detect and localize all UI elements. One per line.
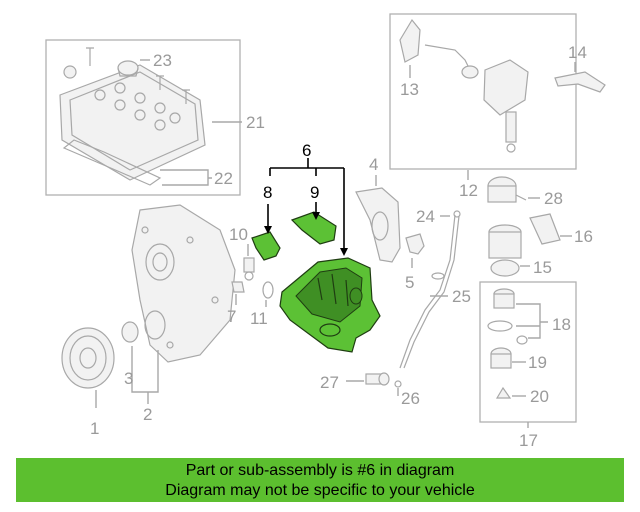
gasket-part-11[interactable]	[262, 281, 274, 299]
callout-10: 10	[229, 225, 248, 244]
callout-14: 14	[568, 43, 587, 62]
oil-filter-cap-part[interactable]	[490, 347, 512, 369]
callout-19: 19	[528, 353, 547, 372]
callout-28: 28	[544, 189, 563, 208]
baffle-part-8[interactable]	[251, 231, 281, 261]
callout-7: 7	[227, 307, 236, 326]
oil-pressure-switch-part[interactable]	[365, 372, 402, 388]
callout-3: 3	[124, 369, 133, 388]
oil-filter-housing-part[interactable]	[488, 224, 522, 277]
callout-17: 17	[519, 431, 538, 450]
o-ring-part[interactable]	[487, 320, 528, 345]
oil-filler-cap-part[interactable]	[117, 60, 139, 77]
callout-2: 2	[143, 405, 152, 424]
callout-23: 23	[153, 51, 172, 70]
callout-11: 11	[250, 309, 268, 328]
bracket-part-5[interactable]	[405, 233, 425, 255]
crank-pulley-part[interactable]	[61, 327, 115, 389]
bracket-part-14[interactable]	[554, 71, 606, 93]
callout-12: 12	[459, 181, 478, 200]
callout-26: 26	[401, 389, 420, 408]
callout-9: 9	[310, 183, 319, 202]
dipstick-part[interactable]	[399, 210, 461, 369]
callout-22: 22	[214, 169, 233, 188]
timing-cover-part[interactable]	[131, 204, 236, 363]
callout-15: 15	[533, 258, 552, 277]
gasket-part-16[interactable]	[529, 213, 561, 245]
baffle-part-9[interactable]	[290, 211, 337, 245]
valve-cover-group-box	[45, 39, 241, 196]
seal-plate-part-4[interactable]	[355, 187, 401, 263]
parts-diagram: 23 21 22 13 12 14 28 16 15	[45, 13, 606, 450]
bolts-part[interactable]	[63, 47, 190, 104]
highlight-notice-banner: Part or sub-assembly is #6 in diagram Di…	[16, 458, 624, 502]
callout-1: 1	[90, 419, 99, 438]
banner-line-2: Diagram may not be specific to your vehi…	[165, 482, 475, 499]
bolt-part-7[interactable]	[231, 281, 245, 293]
oil-pan-part-6[interactable]	[279, 257, 381, 353]
callout-25: 25	[452, 287, 471, 306]
callout-16: 16	[574, 227, 593, 246]
oil-filter-element-part[interactable]	[493, 288, 515, 309]
callout-8: 8	[263, 183, 272, 202]
oil-control-valve-box	[389, 13, 577, 170]
oil-control-valve-part[interactable]	[399, 18, 529, 153]
sensor-part-10[interactable]	[243, 257, 255, 281]
callout-5: 5	[405, 273, 414, 292]
valve-cover-part[interactable]	[59, 64, 206, 181]
callout-21: 21	[246, 113, 265, 132]
callout-13: 13	[400, 80, 419, 99]
front-seal-part[interactable]	[121, 321, 139, 343]
callout-18: 18	[552, 315, 571, 334]
banner-line-1: Part or sub-assembly is #6 in diagram	[185, 462, 455, 479]
callout-24: 24	[416, 207, 435, 226]
oil-cooler-part[interactable]	[487, 176, 527, 203]
callout-6: 6	[302, 141, 311, 160]
drain-plug-part-20[interactable]	[495, 386, 512, 399]
callout-20: 20	[530, 387, 549, 406]
valve-cover-gasket-part[interactable]	[62, 139, 162, 186]
callout-27: 27	[320, 373, 339, 392]
callout-4: 4	[369, 155, 378, 174]
